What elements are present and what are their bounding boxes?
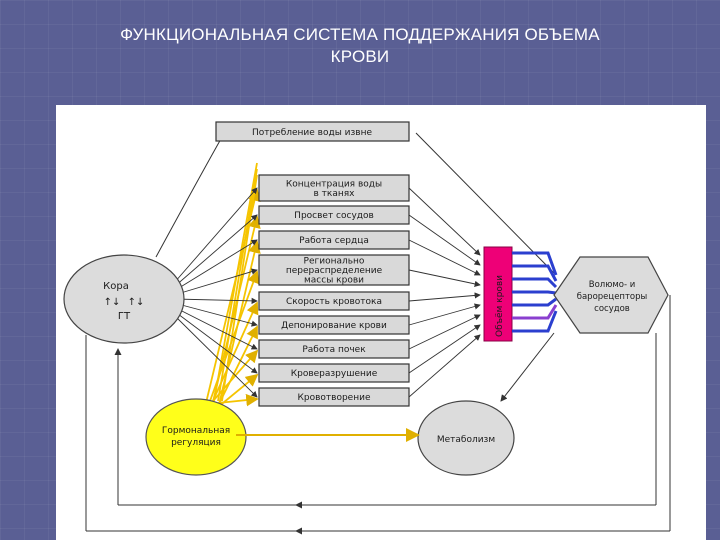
brain-arrow-7 xyxy=(173,306,258,350)
effector-label-6-1: Депонирование крови xyxy=(281,321,387,331)
blue-arrow-1 xyxy=(512,251,558,276)
hormonal-arrow-6 xyxy=(217,325,258,407)
brain-arrow-3 xyxy=(173,239,258,292)
metabolism-circle: Метаболизм xyxy=(417,400,515,476)
brain-arrow-8 xyxy=(173,310,258,374)
blue-arrow-5 xyxy=(512,297,557,307)
effector-box-9: Кровотворение xyxy=(258,387,410,407)
result-arrow-5 xyxy=(408,292,481,302)
result-arrow-2 xyxy=(408,214,481,266)
brain-arrows-left: ↑↓ xyxy=(104,297,121,308)
brain-arrow-9 xyxy=(173,314,258,398)
effector-label-1-2: в тканях xyxy=(314,189,356,199)
effector-label-4-2: перераспределение xyxy=(286,266,383,276)
water-intake-label: Потребление воды извне xyxy=(252,128,373,138)
effector-label-5-1: Скорость кровотока xyxy=(286,297,382,307)
effector-label-4-1: Регионально xyxy=(304,257,365,267)
blue-arrow-7 xyxy=(512,310,558,333)
brain-hypothalamus-label: ГТ xyxy=(118,311,131,322)
result-arrow-7 xyxy=(408,314,481,350)
receptors-label-2: барорецепторы xyxy=(577,292,648,302)
effector-box-2: Просвет сосудов xyxy=(258,205,410,225)
hormonal-extra-arrow-1 xyxy=(213,162,258,402)
blue-arrow-6 xyxy=(512,304,558,320)
effector-label-7-1: Работа почек xyxy=(302,345,366,355)
effector-box-7: Работа почек xyxy=(258,339,410,359)
diagram-svg: Потребление воды извне Концентрация воды… xyxy=(63,121,671,535)
blood-volume-label: Объём крови xyxy=(495,275,505,337)
water-intake-link xyxy=(415,132,555,274)
hormonal-label-1: Гормональная xyxy=(162,426,230,436)
brain-arrow-5 xyxy=(173,297,258,305)
blood-volume-bar: Объём крови xyxy=(483,246,513,342)
brain-arrows-right: ↑↓ xyxy=(128,297,145,308)
result-arrow-4 xyxy=(408,269,481,287)
effector-to-result-arrows xyxy=(408,187,481,398)
brain-arrow-4 xyxy=(173,268,258,296)
receptors-to-metabolism xyxy=(500,332,555,402)
brain-cortex-label: Кора xyxy=(103,281,129,292)
blue-arrow-2 xyxy=(512,264,558,282)
receptors-label-3: сосудов xyxy=(594,304,630,314)
metabolism-label: Метаболизм xyxy=(437,435,495,445)
effector-label-4-3: массы крови xyxy=(304,276,364,286)
result-arrow-1 xyxy=(408,187,481,256)
result-arrow-8 xyxy=(408,324,481,374)
effector-box-3: Работа сердца xyxy=(258,230,410,250)
blue-arrow-3 xyxy=(512,277,558,289)
hormonal-label-2: регуляция xyxy=(171,438,221,448)
effector-label-3-1: Работа сердца xyxy=(299,236,369,246)
result-arrow-9 xyxy=(408,334,481,398)
brain-arrow-1 xyxy=(173,187,258,284)
effector-box-5: Скорость кровотока xyxy=(258,291,410,311)
blue-signal-arrows xyxy=(512,251,558,333)
effector-box-8: Кроверазрушение xyxy=(258,363,410,383)
slide-title-line-1: ФУНКЦИОНАЛЬНАЯ СИСТЕМА ПОДДЕРЖАНИЯ ОБЪЕМ… xyxy=(120,25,600,44)
yellow-hormonal-arrows xyxy=(205,162,261,413)
receptor-hexagon: Волюмо- и барорецепторы сосудов xyxy=(553,256,669,334)
blue-arrow-4 xyxy=(512,290,557,295)
water-intake-box: Потребление воды извне xyxy=(215,121,410,142)
effector-label-1-1: Концентрация воды xyxy=(286,179,382,189)
brain-arrow-2 xyxy=(173,214,258,288)
brain-to-water-intake-arrow xyxy=(155,129,227,258)
result-arrow-6 xyxy=(408,303,481,326)
effector-label-9-1: Кровотворение xyxy=(298,393,371,403)
slide-title-line-2: КРОВИ xyxy=(330,47,390,66)
brain-arrow-6 xyxy=(173,302,258,327)
effector-label-8-1: Кроверазрушение xyxy=(291,369,378,379)
hormonal-extra-arrow-3 xyxy=(221,174,258,402)
slide-title: ФУНКЦИОНАЛЬНАЯ СИСТЕМА ПОДДЕРЖАНИЯ ОБЪЕМ… xyxy=(30,24,690,68)
result-arrow-3 xyxy=(408,239,481,276)
brain-to-effector-arrows xyxy=(173,187,258,398)
hormonal-arrow-5 xyxy=(211,301,259,404)
receptors-label-1: Волюмо- и xyxy=(589,280,636,290)
brain-circle: Кора ↑↓ ↑↓ ГТ xyxy=(63,254,185,344)
hormonal-arrow-9 xyxy=(217,393,259,407)
diagram-figure: Потребление воды извне Концентрация воды… xyxy=(56,105,706,540)
hormonal-extra-arrow-2 xyxy=(217,168,258,402)
effector-label-2-1: Просвет сосудов xyxy=(294,211,374,221)
hormonal-regulation-circle: Гормональная регуляция xyxy=(145,398,247,476)
effector-box-6: Депонирование крови xyxy=(258,315,410,335)
